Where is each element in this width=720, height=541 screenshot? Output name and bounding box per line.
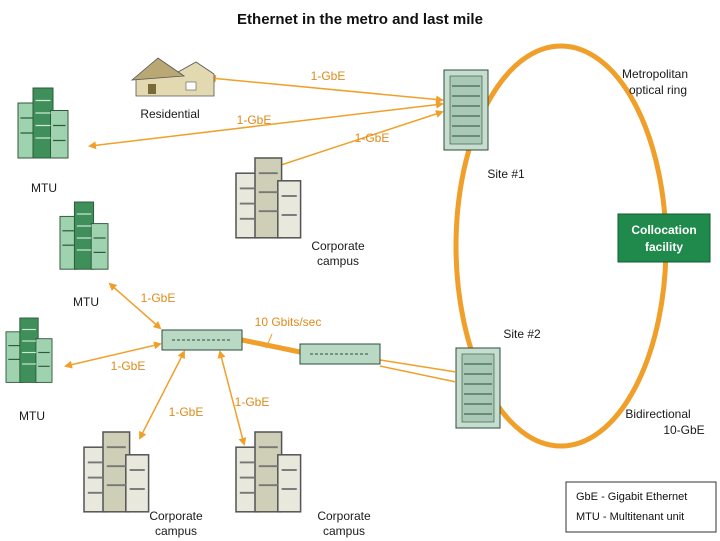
ring-label-1: Metropolitan bbox=[622, 67, 688, 81]
ring-bottom-label-1: Bidirectional bbox=[625, 407, 690, 421]
link-to-site2-a bbox=[379, 359, 457, 373]
link-mtu-mid bbox=[108, 282, 162, 330]
trunk-link bbox=[241, 337, 301, 355]
link-label-1: 1-GbE bbox=[311, 69, 346, 83]
legend-mtu: MTU - Multitenant unit bbox=[576, 511, 684, 523]
ring-bottom-label-2: 10-GbE bbox=[663, 423, 704, 437]
campus-top-building-icon bbox=[235, 157, 302, 239]
link-label-3: 1-GbE bbox=[355, 131, 390, 145]
mtu-top-label: MTU bbox=[31, 181, 57, 195]
mtu-low-building-icon bbox=[5, 317, 53, 383]
site2-rack bbox=[455, 347, 501, 429]
site1-label: Site #1 bbox=[487, 167, 525, 181]
diagram-title: Ethernet in the metro and last mile bbox=[237, 11, 483, 28]
mtu-mid-label: MTU bbox=[73, 295, 99, 309]
site2-label: Site #2 bbox=[503, 327, 541, 341]
campus-bl-label-1: Corporate bbox=[149, 509, 203, 523]
collocation-facility: Collocation facility bbox=[617, 213, 711, 263]
link-label-2: 1-GbE bbox=[237, 113, 272, 127]
campus-top-label-2: campus bbox=[317, 254, 359, 268]
collocation-label-2: facility bbox=[645, 240, 683, 254]
trunk-pointer bbox=[265, 333, 273, 349]
mtu-mid-building-icon bbox=[59, 201, 109, 270]
link-campus-br bbox=[217, 350, 247, 446]
aggregation-switch bbox=[161, 329, 243, 351]
campus-bl-label-2: campus bbox=[155, 524, 197, 538]
site1-rack bbox=[443, 69, 489, 151]
collocation-label-1: Collocation bbox=[631, 223, 696, 237]
link-to-site2-b bbox=[379, 365, 457, 383]
link-campus-top bbox=[270, 110, 444, 170]
link-label-5: 1-GbE bbox=[111, 359, 146, 373]
uplink-switch bbox=[299, 343, 381, 365]
campus-br-label-1: Corporate bbox=[317, 509, 371, 523]
mtu-top-building-icon bbox=[17, 87, 69, 159]
residential-label: Residential bbox=[140, 107, 199, 121]
campus-bl-building-icon bbox=[83, 431, 150, 513]
mtu-low-label: MTU bbox=[19, 409, 45, 423]
link-residential bbox=[208, 74, 444, 104]
ring-label-2: optical ring bbox=[629, 83, 687, 97]
link-label-4: 1-GbE bbox=[141, 291, 176, 305]
legend-box: GbE - Gigabit Ethernet MTU - Multitenant… bbox=[565, 481, 717, 533]
campus-br-label-2: campus bbox=[323, 524, 365, 538]
campus-top-label-1: Corporate bbox=[311, 239, 365, 253]
link-label-6: 1-GbE bbox=[169, 405, 204, 419]
link-mtu-low bbox=[64, 341, 162, 369]
residential-house-icon bbox=[130, 57, 215, 97]
link-campus-bl bbox=[139, 350, 185, 440]
link-label-7: 1-GbE bbox=[235, 395, 270, 409]
trunk-label: 10 Gbits/sec bbox=[255, 315, 322, 329]
campus-br-building-icon bbox=[235, 431, 302, 513]
legend-gbe: GbE - Gigabit Ethernet bbox=[576, 491, 687, 503]
